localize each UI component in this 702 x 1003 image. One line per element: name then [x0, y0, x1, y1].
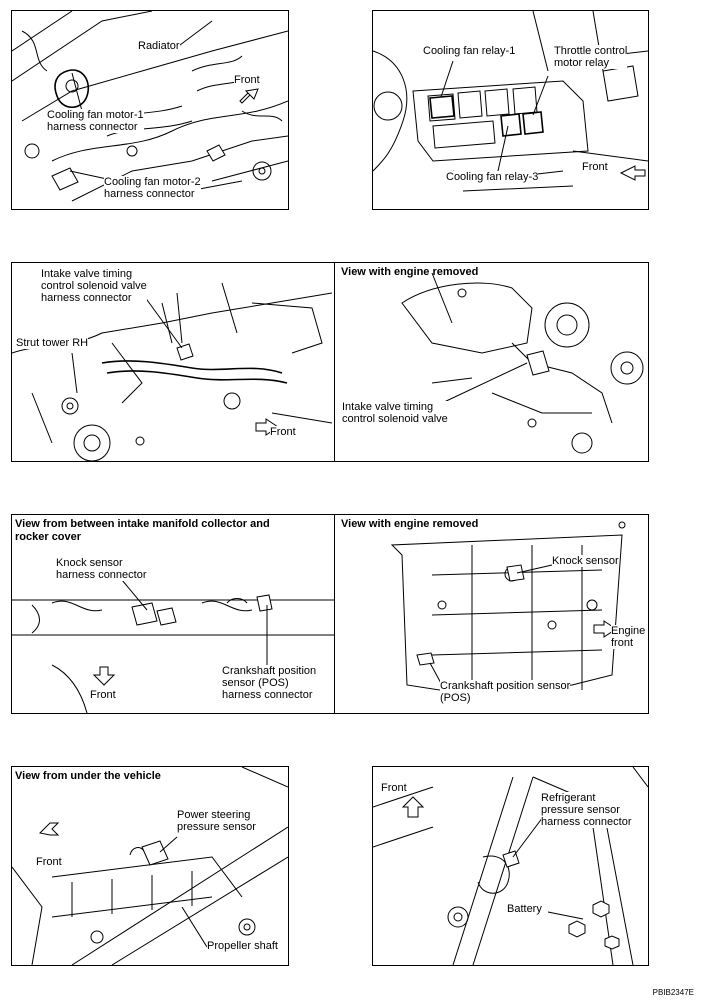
under-vehicle-illustration [12, 767, 288, 965]
label-battery: Battery [507, 903, 542, 915]
header-view-with-engine-removed: View with engine removed [341, 518, 479, 530]
label-knock-sensor: Knock sensor [552, 555, 619, 567]
panel-power-steering: View from under the vehicle Front Power … [11, 766, 289, 966]
panel-knock-crankshaft: View from between intake manifold collec… [11, 514, 649, 714]
label-intake-valve-timing-solenoid: Intake valve timing control solenoid val… [342, 401, 448, 425]
panel-divider [334, 263, 335, 461]
panel-refrigerant-battery: Front Refrigerant pressure sensor harnes… [372, 766, 649, 966]
label-strut-tower-rh: Strut tower RH [16, 337, 89, 349]
header-view-intake-manifold: View from between intake manifold collec… [15, 518, 270, 543]
label-knock-sensor-harness: Knock sensor harness connector [56, 557, 147, 581]
label-front: Front [234, 74, 260, 86]
label-power-steering-sensor: Power steering pressure sensor [177, 809, 256, 833]
label-cooling-fan-motor-1-connector: Cooling fan motor-1 harness connector [47, 109, 144, 133]
header-view-with-engine-removed: View with engine removed [341, 266, 479, 278]
panel-intake-valve-timing: View with engine removed Intake valve ti… [11, 262, 649, 462]
label-front: Front [582, 161, 608, 173]
label-front: Front [270, 426, 296, 438]
document-code: PBIB2347E [652, 988, 694, 997]
label-front: Front [36, 856, 62, 868]
label-throttle-control-motor-relay: Throttle control motor relay [554, 45, 628, 69]
label-cooling-fan-relay-1: Cooling fan relay-1 [423, 45, 516, 57]
label-cooling-fan-relay-3: Cooling fan relay-3 [446, 171, 539, 183]
label-radiator: Radiator [138, 40, 180, 52]
panel-relays: Cooling fan relay-1 Throttle control mot… [372, 10, 649, 210]
label-refrigerant-pressure-sensor: Refrigerant pressure sensor harness conn… [541, 792, 632, 828]
label-propeller-shaft: Propeller shaft [207, 940, 278, 952]
label-engine-front: Engine front [611, 625, 646, 649]
label-intake-valve-timing-harness: Intake valve timing control solenoid val… [41, 268, 147, 304]
label-front: Front [90, 689, 116, 701]
panel-cooling-fan-motors: Radiator Front Cooling fan motor-1 harne… [11, 10, 289, 210]
header-view-under-vehicle: View from under the vehicle [15, 770, 161, 782]
label-crankshaft-position-harness: Crankshaft position sensor (POS) harness… [222, 665, 317, 701]
knock-crankshaft-illustration [12, 521, 626, 713]
panel-divider [334, 515, 335, 713]
label-crankshaft-position-sensor: Crankshaft position sensor (POS) [440, 680, 571, 704]
label-cooling-fan-motor-2-connector: Cooling fan motor-2 harness connector [104, 176, 201, 200]
label-front: Front [381, 782, 407, 794]
intake-valve-timing-illustration [12, 272, 644, 461]
